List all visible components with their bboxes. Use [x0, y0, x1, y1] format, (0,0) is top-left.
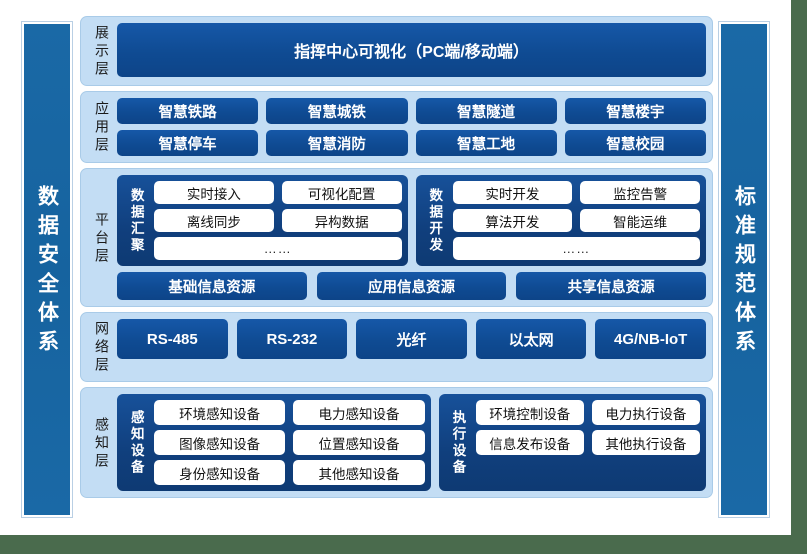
box-image-sensor[interactable]: 图像感知设备	[154, 430, 286, 455]
chip-smart-parking[interactable]: 智慧停车	[117, 130, 259, 156]
box-env-sensor[interactable]: 环境感知设备	[154, 400, 286, 425]
box-visual-config[interactable]: 可视化配置	[281, 181, 402, 204]
chip-ethernet[interactable]: 以太网	[475, 319, 587, 359]
group-data-development: 数据开发 实时开发 监控告警 算法开发 智能运维	[415, 175, 706, 266]
aggregation-row-1: 实时接入 可视化配置	[154, 181, 402, 204]
layer-presentation-label: 展示层	[94, 25, 110, 79]
platform-resources: 基础信息资源 应用信息资源 共享信息资源	[117, 272, 707, 300]
application-row-2: 智慧停车 智慧消防 智慧工地 智慧校园	[117, 130, 706, 156]
chip-smart-building[interactable]: 智慧楼宇	[564, 98, 706, 124]
group-data-development-grid: 实时开发 监控告警 算法开发 智能运维 ……	[448, 181, 700, 260]
sensing-row-2: 图像感知设备 位置感知设备	[154, 430, 425, 455]
box-offline-sync[interactable]: 离线同步	[154, 209, 274, 232]
group-sensing-label: 感知设备	[128, 410, 144, 477]
box-heterogeneous-data[interactable]: 异构数据	[281, 209, 402, 232]
group-data-aggregation-label-wrap: 数据汇聚	[123, 181, 149, 260]
chip-smart-campus[interactable]: 智慧校园	[564, 130, 706, 156]
chip-smart-tunnel[interactable]: 智慧隧道	[415, 98, 557, 124]
layer-stack: 展示层 指挥中心可视化（PC端/移动端） 应用层 智慧铁路 智慧城铁 智慧隧道 …	[80, 16, 713, 503]
layer-network-label-wrap: 网络层	[87, 319, 117, 375]
chip-basic-info-resource[interactable]: 基础信息资源	[117, 272, 307, 300]
chip-smart-fire[interactable]: 智慧消防	[266, 130, 408, 156]
layer-perception-body: 感知设备 环境感知设备 电力感知设备 图像感知设备 位置感知设备 身份感知设备	[117, 394, 706, 491]
chip-fiber[interactable]: 光纤	[356, 319, 467, 359]
layer-perception-label-wrap: 感知层	[87, 394, 117, 491]
network-row: RS-485 RS-232 光纤 以太网 4G/NB-IoT	[117, 319, 706, 359]
pillar-data-security: 数据安全体系	[22, 22, 72, 517]
box-other-actuator[interactable]: 其他执行设备	[591, 430, 700, 455]
box-monitor-alarm[interactable]: 监控告警	[580, 181, 700, 204]
development-row-1: 实时开发 监控告警	[452, 181, 700, 204]
group-actuating-label-wrap: 执行设备	[445, 400, 471, 485]
aggregation-row-2: 离线同步 异构数据	[154, 209, 402, 232]
chip-smart-railway[interactable]: 智慧铁路	[117, 98, 259, 124]
box-other-sensor[interactable]: 其他感知设备	[293, 460, 425, 485]
chip-command-center[interactable]: 指挥中心可视化（PC端/移动端）	[117, 23, 706, 77]
box-env-control[interactable]: 环境控制设备	[475, 400, 584, 425]
layer-platform: 平台层 数据汇聚 实时接入 可视化配置	[80, 168, 713, 307]
development-row-3: ……	[452, 237, 700, 260]
box-realtime-ingest[interactable]: 实时接入	[154, 181, 274, 204]
box-power-sensor[interactable]: 电力感知设备	[293, 400, 425, 425]
sensing-row-1: 环境感知设备 电力感知设备	[154, 400, 425, 425]
group-data-development-label-wrap: 数据开发	[422, 181, 448, 260]
group-data-aggregation-label: 数据汇聚	[128, 188, 144, 255]
sensing-row-3: 身份感知设备 其他感知设备	[154, 460, 425, 485]
box-realtime-dev[interactable]: 实时开发	[452, 181, 573, 204]
group-sensing-devices: 感知设备 环境感知设备 电力感知设备 图像感知设备 位置感知设备 身份感知设备	[117, 394, 431, 491]
chip-smart-site[interactable]: 智慧工地	[415, 130, 557, 156]
layer-network: 网络层 RS-485 RS-232 光纤 以太网 4G/NB-IoT	[80, 312, 713, 382]
group-data-aggregation: 数据汇聚 实时接入 可视化配置 离线同步 异构数据	[117, 175, 408, 266]
layer-application-label: 应用层	[94, 101, 110, 155]
box-development-more[interactable]: ……	[452, 237, 700, 260]
layer-application-label-wrap: 应用层	[87, 98, 117, 156]
group-sensing-grid: 环境感知设备 电力感知设备 图像感知设备 位置感知设备 身份感知设备 其他感知设…	[149, 400, 425, 485]
chip-rs232[interactable]: RS-232	[236, 319, 348, 359]
group-data-aggregation-grid: 实时接入 可视化配置 离线同步 异构数据 ……	[149, 181, 402, 260]
chip-app-info-resource[interactable]: 应用信息资源	[316, 272, 507, 300]
chip-4g-nbiot[interactable]: 4G/NB-IoT	[595, 319, 706, 359]
layer-presentation-body: 指挥中心可视化（PC端/移动端）	[117, 23, 706, 79]
box-aggregation-more[interactable]: ……	[154, 237, 402, 260]
platform-groups: 数据汇聚 实时接入 可视化配置 离线同步 异构数据	[117, 175, 706, 266]
layer-network-label: 网络层	[94, 321, 110, 375]
actuating-row-1: 环境控制设备 电力执行设备	[475, 400, 700, 425]
box-info-publish[interactable]: 信息发布设备	[475, 430, 584, 455]
layer-application: 应用层 智慧铁路 智慧城铁 智慧隧道 智慧楼宇 智慧停车 智慧消防 智慧工地 智…	[80, 91, 713, 163]
layer-platform-label-wrap: 平台层	[87, 175, 117, 300]
layer-perception: 感知层 感知设备 环境感知设备 电力感知设备 图像感知设备	[80, 387, 713, 498]
box-power-actuator[interactable]: 电力执行设备	[591, 400, 700, 425]
diagram-canvas: 数据安全体系 标准规范体系 展示层 指挥中心可视化（PC端/移动端） 应用层 智…	[0, 0, 791, 535]
pillar-standards: 标准规范体系	[719, 22, 769, 517]
chip-smart-metro[interactable]: 智慧城铁	[266, 98, 408, 124]
chip-shared-info-resource[interactable]: 共享信息资源	[516, 272, 707, 300]
actuating-row-2: 信息发布设备 其他执行设备	[475, 430, 700, 455]
layer-application-body: 智慧铁路 智慧城铁 智慧隧道 智慧楼宇 智慧停车 智慧消防 智慧工地 智慧校园	[117, 98, 706, 156]
development-row-2: 算法开发 智能运维	[452, 209, 700, 232]
box-algorithm-dev[interactable]: 算法开发	[452, 209, 573, 232]
layer-platform-body: 数据汇聚 实时接入 可视化配置 离线同步 异构数据	[117, 175, 707, 300]
layer-platform-label: 平台层	[94, 211, 110, 266]
pillar-right-label: 标准规范体系	[732, 184, 756, 359]
aggregation-row-3: ……	[154, 237, 402, 260]
pillar-left-label: 数据安全体系	[35, 184, 59, 359]
box-location-sensor[interactable]: 位置感知设备	[293, 430, 425, 455]
layer-presentation-label-wrap: 展示层	[87, 23, 117, 79]
chip-rs485[interactable]: RS-485	[117, 319, 228, 359]
box-identity-sensor[interactable]: 身份感知设备	[154, 460, 286, 485]
layer-presentation: 展示层 指挥中心可视化（PC端/移动端）	[80, 16, 713, 86]
group-actuating-grid: 环境控制设备 电力执行设备 信息发布设备 其他执行设备	[471, 400, 700, 485]
group-actuating-label: 执行设备	[450, 410, 466, 477]
layer-perception-label: 感知层	[94, 416, 110, 471]
group-sensing-label-wrap: 感知设备	[123, 400, 149, 485]
group-actuating-devices: 执行设备 环境控制设备 电力执行设备 信息发布设备 其他执行设备	[438, 394, 706, 491]
application-row-1: 智慧铁路 智慧城铁 智慧隧道 智慧楼宇	[117, 98, 706, 124]
box-intelligent-ops[interactable]: 智能运维	[580, 209, 700, 232]
group-data-development-label: 数据开发	[427, 188, 443, 255]
layer-network-body: RS-485 RS-232 光纤 以太网 4G/NB-IoT	[117, 319, 706, 375]
